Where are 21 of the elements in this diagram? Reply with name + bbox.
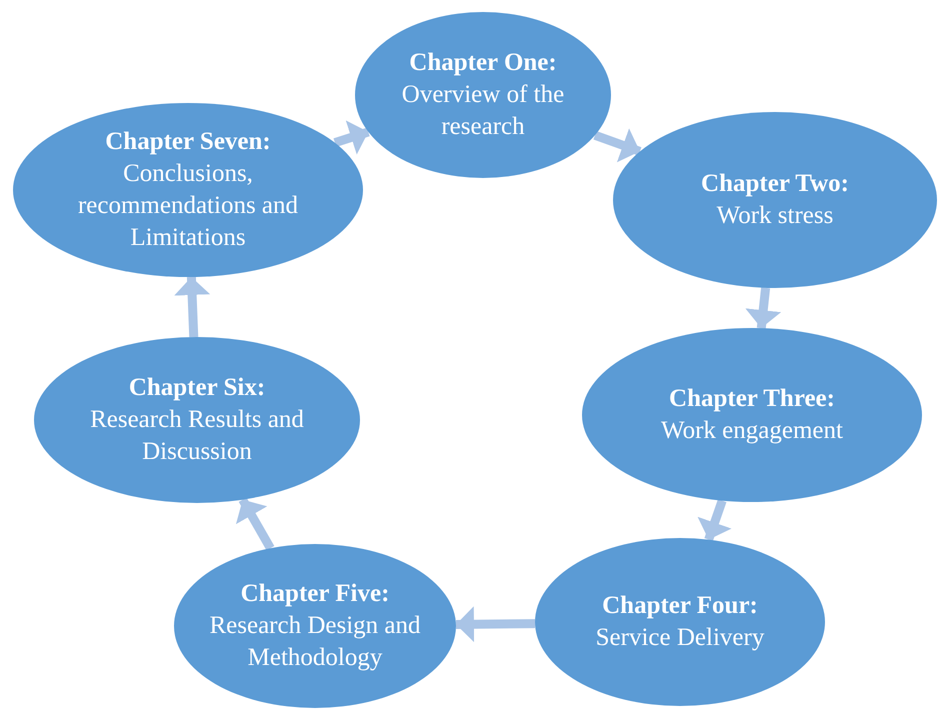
arrow xyxy=(236,497,274,550)
arrow xyxy=(745,287,782,329)
arrow xyxy=(593,128,642,162)
chapter-heading: Chapter Six: xyxy=(128,373,266,403)
arrow xyxy=(174,276,210,338)
chapter-topic: Research Results and Discussion xyxy=(89,405,305,467)
chapter-topic: Research Design and Methodology xyxy=(208,611,422,673)
chapter-heading: Chapter Five: xyxy=(240,579,390,609)
chapter-heading: Chapter Two: xyxy=(701,169,849,199)
chapter-topic: Service Delivery xyxy=(596,623,764,653)
chapter-topic: Overview of the research xyxy=(400,80,566,142)
chapter-heading: Chapter Three: xyxy=(669,384,835,414)
chapter-topic: Conclusions, recommendations and Limitations xyxy=(76,159,300,253)
chapter-heading: Chapter Seven: xyxy=(105,127,271,157)
chapter-heading: Chapter One: xyxy=(409,48,557,78)
arrow xyxy=(698,499,732,542)
arrow xyxy=(334,120,370,155)
chapter-topic: Work stress xyxy=(716,201,834,231)
chapter-heading: Chapter Four: xyxy=(602,591,758,621)
chapter-topic: Work engagement xyxy=(661,416,843,446)
arrow xyxy=(456,606,536,642)
